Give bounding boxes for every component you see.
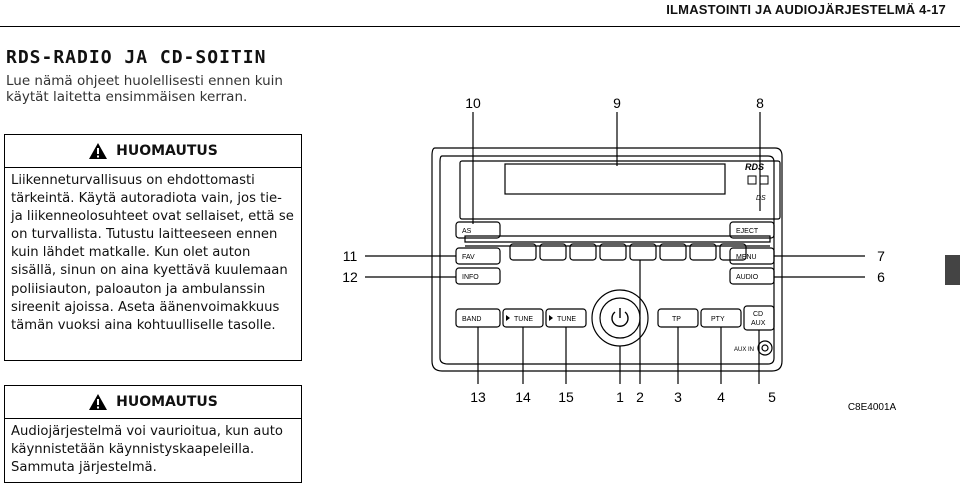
callout-2: 2: [636, 389, 644, 405]
band-button: BAND: [462, 316, 481, 323]
section-title: RDS-RADIO JA CD-SOITIN: [6, 47, 267, 68]
warning-triangle-icon: [89, 143, 108, 159]
figure-code: C8E4001A: [848, 402, 897, 413]
menu-button: MENU: [736, 254, 757, 261]
callout-3: 3: [674, 389, 682, 405]
aux-button: AUX: [751, 320, 766, 327]
tp-button: TP: [672, 316, 681, 323]
warning-triangle-icon: [89, 394, 108, 410]
radio-diagram-svg: RDS DS AS FAV INFO EJECT MENU AUDIO BAND…: [342, 95, 897, 413]
faceplate-outline: [431, 147, 783, 372]
aux-in-label: AUX IN: [734, 347, 754, 353]
callout-15: 15: [558, 389, 574, 405]
cd-icon: [747, 175, 769, 185]
cd-button: CD: [753, 311, 763, 318]
svg-text:RDS: RDS: [745, 162, 764, 172]
page-thumb-tab: [945, 255, 960, 285]
callout-1: 1: [616, 389, 624, 405]
callout-5: 5: [768, 389, 776, 405]
callout-6: 6: [877, 269, 885, 285]
ds-icon: DS: [756, 195, 766, 202]
faceplate-inner: [439, 155, 775, 365]
cd-slot: [464, 235, 771, 243]
chapter-header: ILMASTOINTI JA AUDIOJÄRJESTELMÄ 4-17: [666, 2, 946, 17]
as-button-shape: [455, 221, 501, 239]
callout-9: 9: [613, 95, 621, 111]
callout-7: 7: [877, 248, 885, 264]
info-button: INFO: [462, 274, 479, 281]
info-button-shape: [455, 267, 501, 285]
callout-4: 4: [717, 389, 725, 405]
warning-box-safety: HUOMAUTUS Liikenneturvallisuus on ehdott…: [4, 134, 302, 361]
callout-14: 14: [515, 389, 531, 405]
warning-body: Liikenneturvallisuus on ehdottomasti tär…: [11, 173, 294, 333]
as-button: AS: [462, 228, 472, 235]
display-frame: [459, 160, 781, 220]
tune-down-arrow-icon: [506, 315, 510, 321]
warning-heading: HUOMAUTUS: [116, 143, 218, 159]
intro-text: Lue nämä ohjeet huolellisesti ennen kuin…: [6, 73, 283, 105]
fav-button: FAV: [462, 254, 475, 261]
warning-box-jumpstart: HUOMAUTUS Audiojärjestelmä voi vaurioitu…: [4, 385, 302, 483]
warning-body: Audiojärjestelmä voi vaurioitua, kun aut…: [11, 424, 283, 476]
warning-header: HUOMAUTUS: [5, 135, 301, 168]
tune-up-button: TUNE: [557, 316, 576, 323]
display-window: [504, 163, 726, 195]
header-rule: [0, 26, 960, 27]
pty-button: PTY: [711, 316, 725, 323]
callout-8: 8: [756, 95, 764, 111]
callout-10: 10: [465, 95, 481, 111]
audio-button: AUDIO: [736, 274, 759, 281]
tune-up-arrow-icon: [549, 315, 553, 321]
aux-jack: [757, 340, 773, 356]
callout-12: 12: [342, 269, 358, 285]
warning-header: HUOMAUTUS: [5, 386, 301, 419]
svg-text:DS: DS: [756, 195, 766, 202]
power-icon: [611, 308, 629, 327]
rds-icon: RDS: [745, 162, 764, 172]
warning-heading: HUOMAUTUS: [116, 394, 218, 410]
preset-buttons: [509, 243, 747, 261]
tune-down-button: TUNE: [514, 316, 533, 323]
callout-13: 13: [470, 389, 486, 405]
eject-button-shape: [729, 221, 775, 239]
radio-diagram: RDS DS AS FAV INFO EJECT MENU AUDIO BAND…: [320, 86, 960, 416]
callout-11: 11: [343, 248, 358, 264]
audio-button-shape: [729, 267, 775, 285]
eject-button: EJECT: [736, 228, 759, 235]
